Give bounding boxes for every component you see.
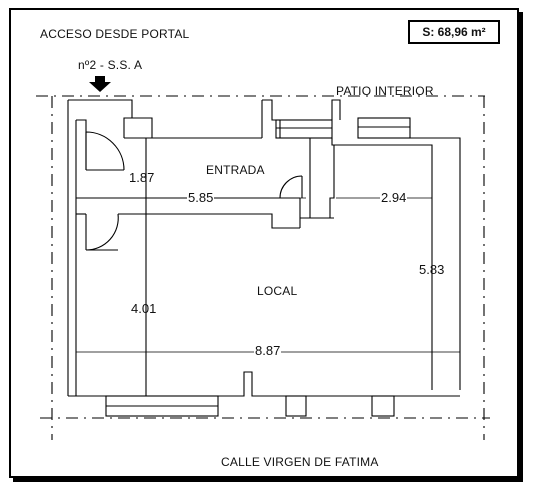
wall-top-left [68,99,133,138]
corridor-wall [309,138,335,219]
pillar-top-b [262,99,281,138]
entry-label: nº2 - S.S. A [78,58,143,72]
inner-door-swing [279,175,303,199]
street-window-2 [285,395,307,417]
arrow-down-icon [89,76,111,92]
pillar-patio [331,99,341,120]
surface-badge: S: 68,96 m² [408,20,500,44]
dim-total-width: 8.87 [254,343,282,358]
access-label: ACCESO DESDE PORTAL [40,27,190,41]
jamb-left-1 [76,119,87,170]
dim-right-height: 5.83 [419,262,445,277]
patio-label: PATIO INTERIOR [336,84,434,98]
drawing-frame [9,8,519,478]
entry-door-swing [85,131,125,171]
dim-entrada-height: 1.87 [129,170,155,185]
frame-shadow-right [519,12,523,482]
local-label: LOCAL [257,284,298,298]
patio-window-1 [275,119,333,139]
patio-window-2 [357,117,411,139]
dim-local-height: 4.01 [131,301,157,316]
wall-right-inner [334,144,433,390]
frame-shadow-bottom [13,478,523,482]
wall-right-outer [410,137,461,390]
entrada-label: ENTRADA [206,163,265,177]
wall-bottom [68,371,460,397]
dim-right-width: 2.94 [380,190,408,205]
wall-step [331,138,358,146]
street-window-3 [371,395,395,417]
partition-bottom [118,213,300,229]
lower-door-swing [85,213,119,251]
wall-top-seg [124,117,153,139]
dim-entrada-width: 5.85 [187,190,215,205]
surface-label: S: 68,96 m² [422,25,486,39]
street-label: CALLE VIRGEN DE FATIMA [221,455,379,469]
